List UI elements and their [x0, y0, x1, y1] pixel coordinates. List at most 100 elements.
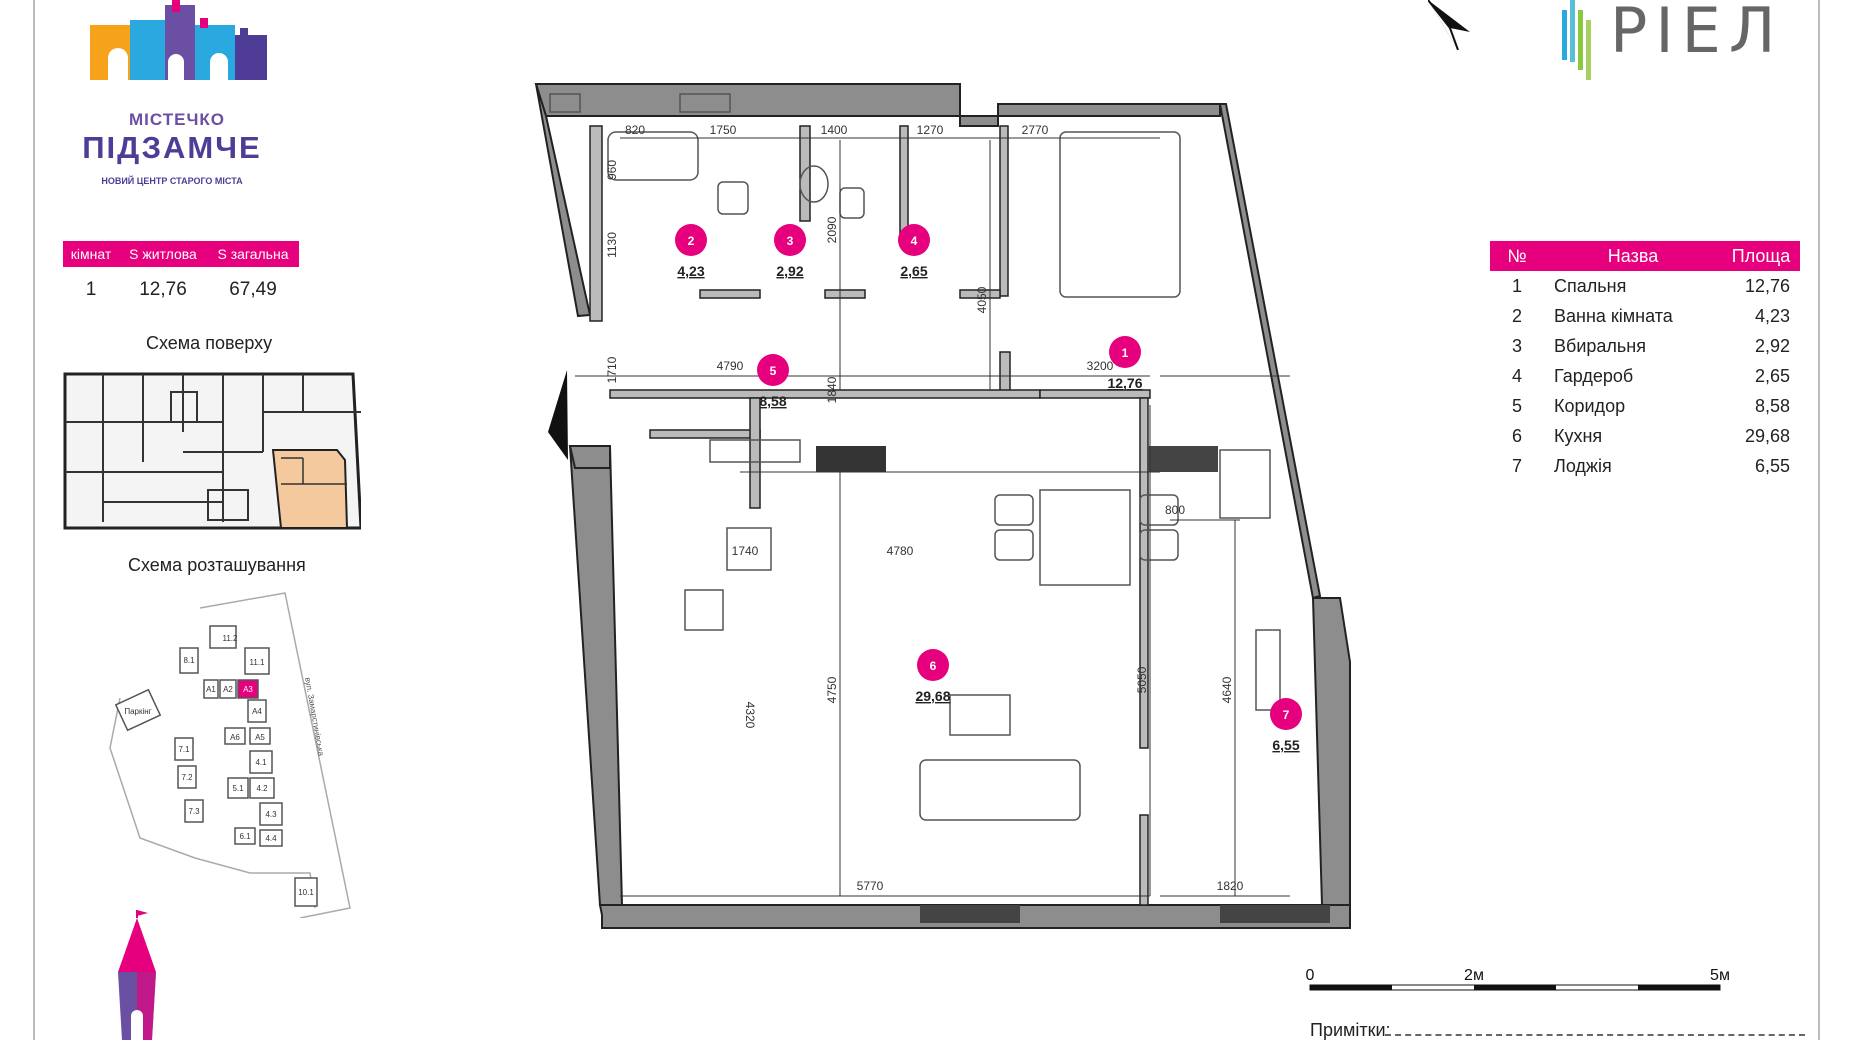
location-label: 6.1	[239, 832, 251, 841]
svg-text:12,76: 12,76	[1107, 375, 1142, 391]
summary-living-value: 12,76	[139, 279, 187, 300]
scale-bar: 0 2м 5м	[1306, 967, 1730, 991]
rooms-header-area: Площа	[1731, 245, 1791, 266]
dimension-label: 820	[625, 123, 645, 137]
summary-header-living: S житлова	[129, 246, 197, 262]
location-scheme-image: 11.2 11.1 8.1 A1 A2 A3 Паркінг A4 A5 A6 …	[109, 592, 351, 918]
room-marker-1: 1 12,76	[1107, 336, 1143, 391]
frame-left-border	[33, 0, 35, 1040]
castle-logo-icon	[90, 0, 267, 80]
tower-logo-icon	[118, 910, 156, 1040]
location-scheme-title: Схема розташування	[128, 555, 306, 575]
table-row: 6 Кухня 29,68	[1511, 425, 1790, 446]
room-marker-7: 7 6,55	[1270, 698, 1302, 753]
dimension-label: 4320	[743, 702, 757, 729]
svg-text:2,65: 2,65	[900, 263, 927, 279]
rooms-table-header: № Назва Площа	[1490, 241, 1800, 271]
location-label: Паркінг	[124, 707, 151, 716]
dimension-label: 1400	[821, 123, 848, 137]
location-label: A4	[252, 707, 262, 716]
notes-line	[1385, 1034, 1805, 1036]
location-label: A5	[255, 733, 265, 742]
location-label: 11.2	[223, 634, 239, 643]
room-marker-6: 6 29,68	[915, 649, 951, 704]
dimension-label: 1740	[732, 544, 759, 558]
table-row: 4 Гардероб 2,65	[1511, 365, 1790, 386]
summary-values: 1 12,76 67,49	[63, 279, 299, 301]
svg-text:2: 2	[688, 234, 695, 248]
dimension-label: 4750	[825, 676, 839, 703]
dimension-label: 4640	[1220, 676, 1234, 703]
location-label: 7.1	[178, 745, 190, 754]
svg-text:5: 5	[770, 364, 777, 378]
dimension-label: 4780	[887, 544, 914, 558]
rooms-header-name: Назва	[1607, 245, 1659, 266]
dimension-label: 1840	[825, 376, 839, 403]
location-label: 4.1	[255, 758, 267, 767]
table-row: 7 Лоджія 6,55	[1511, 455, 1790, 476]
scale-label: 0	[1306, 967, 1315, 984]
summary-header-rooms: кімнат	[70, 246, 112, 262]
room-marker-4: 4 2,65	[898, 224, 930, 279]
svg-text:29,68: 29,68	[915, 688, 950, 704]
developer-logo-text: РІЕЛ	[1610, 0, 1784, 67]
dimension-label: 4050	[975, 286, 989, 313]
summary-header-total: S загальна	[217, 246, 289, 262]
dimension-label: 1710	[605, 356, 619, 383]
location-label: 4.4	[265, 834, 277, 843]
dimension-label: 2770	[1022, 123, 1049, 137]
summary-total-value: 67,49	[229, 279, 277, 300]
location-label: 7.3	[188, 807, 200, 816]
brand-line2: ПІДЗАМЧЕ	[82, 130, 262, 165]
location-label: 7.2	[181, 773, 193, 782]
location-label: 10.1	[298, 888, 314, 897]
dimension-label: 2090	[825, 216, 839, 243]
summary-rooms-value: 1	[85, 279, 97, 300]
dimension-label: 1130	[605, 232, 619, 258]
dimension-label: 960	[605, 160, 619, 180]
floor-scheme-title: Схема поверху	[146, 333, 273, 353]
scale-label: 5м	[1710, 967, 1730, 984]
floor-plan: 820 1750 1400 1270 2770 960 1130 2090 40…	[534, 83, 1351, 929]
dimension-label: 5770	[857, 879, 884, 893]
svg-text:2,92: 2,92	[776, 263, 803, 279]
location-label: 11.1	[250, 658, 266, 667]
floor-scheme-image	[63, 372, 361, 530]
dimension-label: 4790	[717, 359, 744, 373]
table-row: 3 Вбиральня 2,92	[1511, 335, 1790, 356]
dimension-label: 1750	[710, 123, 737, 137]
room-marker-3: 3 2,92	[774, 224, 806, 279]
location-label: A2	[223, 685, 233, 694]
table-row: 5 Коридор 8,58	[1511, 395, 1790, 416]
summary-table: кімнат S житлова S загальна 1 12,76 67,4…	[63, 241, 299, 301]
table-row: 2 Ванна кімната 4,23	[1511, 305, 1790, 326]
rooms-table: № Назва Площа 1 Спальня 12,76 2 Ванна кі…	[1490, 241, 1800, 481]
scale-label: 2м	[1464, 967, 1484, 984]
room-marker-2: 2 4,23	[675, 224, 707, 279]
location-label: 4.3	[265, 810, 277, 819]
dimension-label: 800	[1165, 503, 1185, 517]
street-label: вул. Замарстинівська	[303, 677, 326, 757]
riel-logo-icon	[1562, 0, 1591, 80]
dimension-label: 3200	[1087, 359, 1114, 373]
svg-text:6,55: 6,55	[1272, 737, 1299, 753]
location-label: A1	[206, 685, 216, 694]
svg-text:8,58: 8,58	[759, 393, 786, 409]
svg-text:7: 7	[1283, 708, 1290, 722]
rooms-header-number: №	[1507, 245, 1527, 266]
brand-tagline: НОВИЙ ЦЕНТР СТАРОГО МІСТА	[101, 176, 243, 186]
svg-text:1: 1	[1122, 346, 1129, 360]
svg-text:4: 4	[911, 234, 918, 248]
svg-text:6: 6	[930, 659, 937, 673]
north-arrow-icon	[1428, 0, 1470, 50]
dimension-label: 1820	[1217, 879, 1244, 893]
location-label: A6	[230, 733, 240, 742]
notes-label: Примітки:	[1310, 1020, 1391, 1040]
dimension-label: 1270	[917, 123, 944, 137]
room-marker-5: 5 8,58	[757, 354, 789, 409]
summary-header: кімнат S житлова S загальна	[63, 241, 299, 267]
brand-line1: МІСТЕЧКО	[128, 110, 225, 129]
svg-text:3: 3	[787, 234, 794, 248]
table-row: 1 Спальня 12,76	[1511, 275, 1790, 296]
location-label: 4.2	[256, 784, 268, 793]
